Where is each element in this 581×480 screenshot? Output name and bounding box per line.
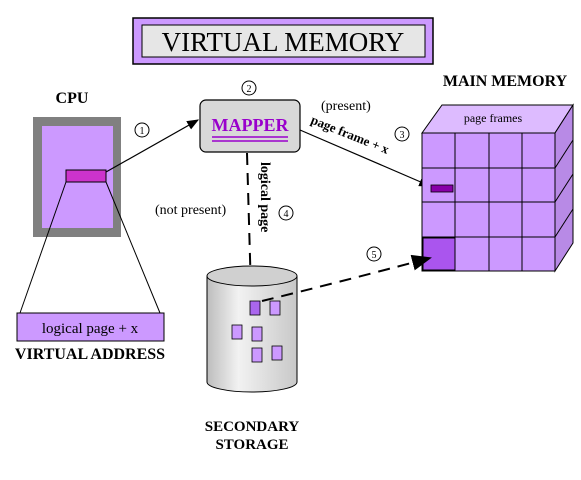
arrow-mapper-to-storage <box>242 152 259 294</box>
svg-text:3: 3 <box>400 130 405 141</box>
mapper-label: MAPPER <box>212 115 290 135</box>
title-text: VIRTUAL MEMORY <box>162 27 405 57</box>
arrow-cpu-to-mapper <box>105 119 200 173</box>
step-1: 1 <box>134 122 150 138</box>
mapped-frame-marker <box>430 184 454 193</box>
storage-page <box>251 326 263 342</box>
svg-text:1: 1 <box>140 126 145 137</box>
logical-page-label: logical page <box>257 162 272 232</box>
virtual-address-box <box>16 312 165 342</box>
svg-text:5: 5 <box>372 250 377 261</box>
main-memory-label: MAIN MEMORY <box>443 73 568 90</box>
storage-page <box>269 300 281 316</box>
title-box: VIRTUAL MEMORY <box>132 17 434 65</box>
secondary-storage-label-line1: SECONDARY <box>205 419 300 435</box>
not-present-label: (not present) <box>155 203 226 218</box>
storage-page <box>271 345 283 361</box>
virtual-address-label: VIRTUAL ADDRESS <box>15 346 165 363</box>
secondary-storage-label-line2: STORAGE <box>215 437 288 453</box>
arrow-storage-to-memory <box>261 254 432 302</box>
main-memory-block: page frames <box>421 103 574 273</box>
present-label: (present) <box>321 99 371 114</box>
storage-page <box>231 324 243 340</box>
page-frame-label: page frame + x <box>309 112 392 157</box>
mapper-box: MAPPER <box>199 99 301 153</box>
cpu-register <box>65 169 107 183</box>
cpu-box <box>33 117 121 237</box>
arrow-mapper-to-memory <box>299 129 432 187</box>
step-4: 4 <box>278 205 294 221</box>
svg-text:4: 4 <box>284 209 289 220</box>
page-frames-label: page frames <box>464 111 523 125</box>
step-3: 3 <box>394 126 410 142</box>
storage-page <box>251 347 263 363</box>
step-5: 5 <box>366 246 382 262</box>
step-2: 2 <box>241 80 257 96</box>
storage-page <box>249 300 261 316</box>
virtual-address-value: logical page + x <box>42 321 139 337</box>
projection-line-left <box>19 181 67 314</box>
secondary-storage-cylinder <box>206 265 298 393</box>
cpu-label: CPU <box>56 90 89 107</box>
projection-line-right <box>105 181 161 314</box>
svg-text:2: 2 <box>247 84 252 95</box>
loaded-frame <box>422 237 456 271</box>
